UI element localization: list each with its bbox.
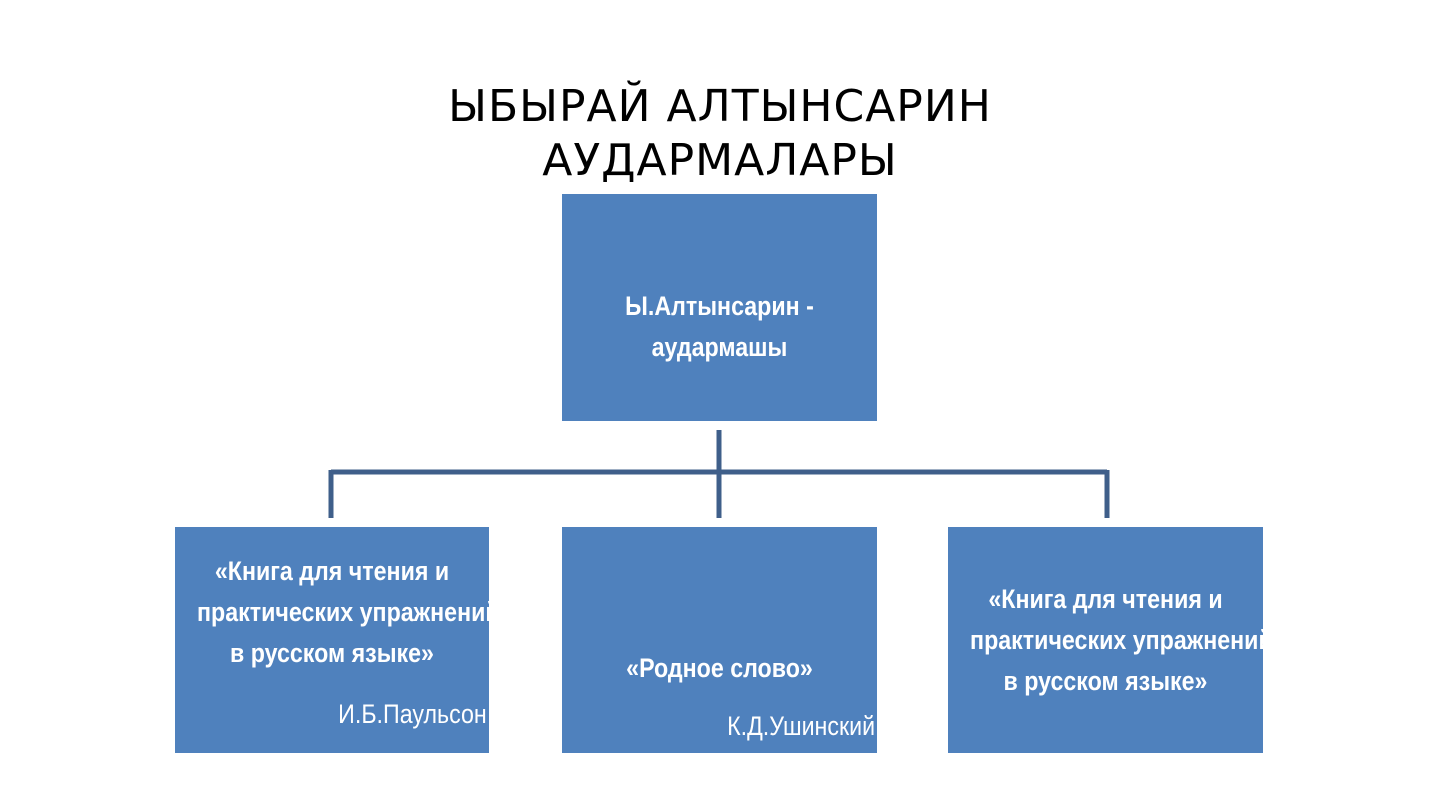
child-node-right-line-1: «Книга для чтения и bbox=[988, 584, 1223, 614]
slide-title-line-2: АУДАРМАЛАРЫ bbox=[542, 135, 898, 186]
root-node-box: Ы.Алтынсарин - аудармашы bbox=[562, 194, 877, 421]
child-node-paulson-line-1: «Книга для чтения и bbox=[214, 556, 450, 586]
child-node-paulson-box: «Книга для чтения и практических упражне… bbox=[175, 527, 500, 753]
child-node-ushinsky-line-1: «Родное слово» bbox=[626, 653, 813, 683]
child-node-paulson-line-2: практических упражнений bbox=[196, 597, 500, 627]
child-node-paulson-author: И.Б.Паульсон bbox=[338, 699, 487, 729]
child-node-right-line-3: в русском языке» bbox=[1003, 666, 1208, 696]
slide-title-line-1: ЫБЫРАЙ АЛТЫНСАРИН bbox=[448, 81, 992, 132]
child-node-paulson-label: «Книга для чтения и практических упражне… bbox=[196, 551, 500, 674]
root-node-label: Ы.Алтынсарин - аудармашы bbox=[584, 286, 855, 368]
child-node-ushinsky-box: «Родное слово» К.Д.Ушинский bbox=[562, 527, 877, 753]
child-node-ushinsky-author: К.Д.Ушинский bbox=[726, 711, 875, 741]
root-node-line-2: аудармашы bbox=[651, 332, 788, 362]
child-node-ushinsky-label: «Родное слово» bbox=[584, 648, 855, 689]
child-node-right-label: «Книга для чтения и практических упражне… bbox=[970, 579, 1273, 702]
child-node-right-box: «Книга для чтения и практических упражне… bbox=[948, 527, 1273, 753]
child-node-right-line-2: практических упражнений bbox=[970, 625, 1273, 655]
child-node-paulson-line-3: в русском языке» bbox=[230, 638, 434, 668]
root-node-line-1: Ы.Алтынсарин - bbox=[625, 291, 814, 321]
slide-title: ЫБЫРАЙ АЛТЫНСАРИН АУДАРМАЛАРЫ bbox=[0, 80, 1440, 188]
